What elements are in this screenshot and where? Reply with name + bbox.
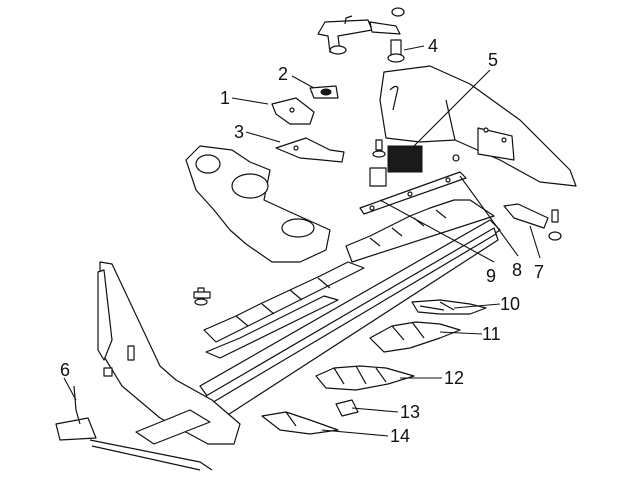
part-7-bracket [503, 203, 562, 241]
callout-13: 13 [400, 402, 420, 422]
part-2-wear-piece [309, 85, 339, 99]
part-6-swath-rod [55, 385, 213, 471]
part-10-guard [411, 299, 487, 315]
callout-14: 14 [390, 426, 410, 446]
guard-row-upper [345, 199, 495, 263]
part-14-knife-section [261, 411, 339, 435]
callout-12: 12 [444, 368, 464, 388]
callout-7: 7 [534, 262, 544, 282]
callout-4: 4 [428, 36, 438, 56]
part-13-clip [335, 399, 359, 417]
callout-2: 2 [278, 64, 288, 84]
part-11-guard [369, 321, 461, 353]
callout-3: 3 [234, 122, 244, 142]
part-5-gear-housing [379, 65, 577, 187]
left-fasteners [193, 287, 211, 306]
callout-10: 10 [500, 294, 520, 314]
cutter-bar-base-plate [135, 409, 211, 445]
part-12-guard [315, 365, 415, 391]
part-1-plate [271, 97, 315, 125]
callout-1: 1 [220, 88, 230, 108]
knife-sections [203, 261, 365, 359]
callout-8: 8 [512, 260, 522, 280]
callout-9: 9 [486, 266, 496, 286]
pitman-crank-assembly [317, 7, 405, 55]
callout-6: 6 [60, 360, 70, 380]
left-divider-shoe [97, 261, 241, 445]
gearbox-casting [185, 145, 331, 263]
center-fasteners [369, 139, 460, 187]
part-4-stud [387, 39, 405, 63]
callout-11: 11 [482, 324, 501, 344]
leader-lines [63, 45, 541, 437]
callout-5: 5 [488, 50, 498, 70]
part-3-plate [275, 137, 345, 163]
